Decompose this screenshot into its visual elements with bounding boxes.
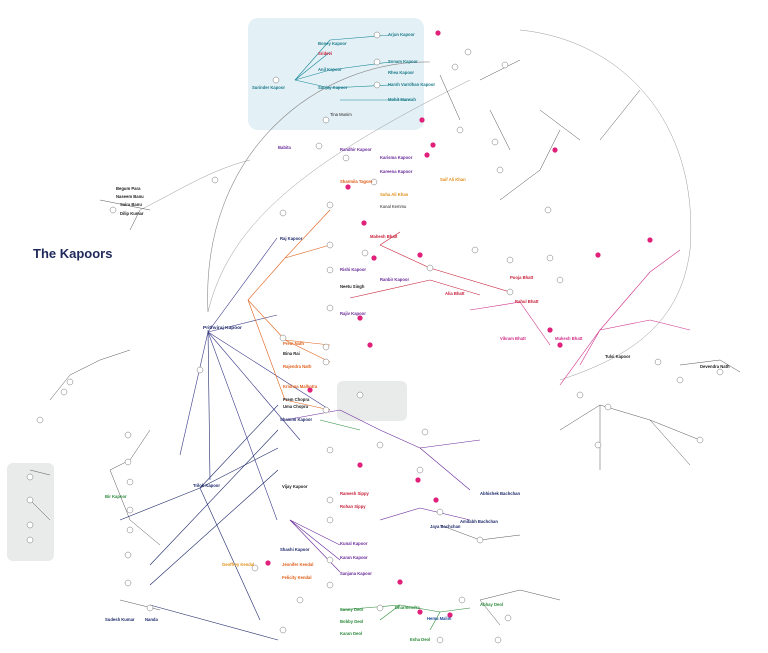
node-abhishek: Abhishek Bachchan — [480, 491, 521, 496]
node-sanjay: Sanjay Kapoor — [318, 85, 348, 90]
node-rajendra: Rajendra Nath — [283, 364, 312, 369]
node-pooja: Pooja Bhatt — [510, 275, 534, 280]
node-rajiv: Rajiv Kapoor — [340, 311, 366, 316]
node-jennifer: Jennifer Kendal — [282, 562, 314, 567]
node-premnath: Prem Nath — [283, 341, 304, 346]
node-tina: Tina Munim — [330, 112, 352, 117]
node-rohan: Rohan Sippy — [340, 504, 366, 509]
node-geoffrey: Geoffrey Kendal — [222, 562, 255, 567]
node-karan-k: Karan Kapoor — [340, 555, 368, 560]
node-nanda: Nanda — [145, 617, 158, 622]
node-sridevi: Sridevi — [318, 51, 332, 56]
node-sanjana: Sanjana Kapoor — [340, 571, 372, 576]
node-kunal-k: Kunal Kapoor — [340, 541, 368, 546]
node-randhir: Randhir Kapoor — [340, 147, 372, 152]
node-sharmila: Sharmila Tagore — [340, 179, 373, 184]
node-sunny: Sunny Deol — [340, 607, 364, 612]
node-anil: Anil Kapoor — [318, 67, 342, 72]
node-saira: Saira Banu — [120, 202, 142, 207]
node-begum: Begum Para — [116, 186, 141, 191]
node-dharmendra: Dharmendra — [395, 605, 420, 610]
node-rhea: Rhea Kapoor — [388, 70, 415, 75]
node-felicity: Felicity Kendal — [282, 575, 312, 580]
node-esha: Esha Deol — [410, 637, 431, 642]
node-karan-deol: Karan Deol — [340, 631, 363, 636]
node-bobby: Bobby Deol — [340, 619, 364, 624]
node-prem-chopra: Prem Chopra — [283, 397, 310, 402]
node-trilok: Trilok Kapoor — [193, 483, 220, 488]
node-sonam: Sonam Kapoor — [388, 59, 418, 64]
node-vijay: Vijay Kapoor — [282, 484, 308, 489]
node-prithviraj: Prithviraj Kapoor — [203, 326, 242, 331]
node-shashi: Shashi Kapoor — [280, 547, 310, 552]
node-arjun: Arjun Kapoor — [388, 32, 415, 37]
node-soha: Soha Ali Khan — [380, 192, 409, 197]
node-krishna: Krishna Malhotra — [283, 384, 318, 389]
node-sudesh: Sudesh Kumar — [105, 617, 135, 622]
highlight-panel-top — [248, 18, 424, 130]
node-kareena: Kareena Kapoor — [380, 169, 413, 174]
node-bir: Bir Kapoor — [105, 494, 127, 499]
node-abhay: Abhay Deol — [480, 602, 504, 607]
node-harsh: Harsh Varrdhan Kapoor — [388, 82, 436, 87]
node-bina: Bina Rai — [283, 351, 300, 356]
node-surinder: Surinder Kapoor — [252, 85, 286, 90]
node-mukesh: Mukesh Bhatt — [555, 336, 583, 341]
node-ranbir: Ranbir Kapoor — [380, 277, 410, 282]
node-dilip: Dilip Kumar — [120, 211, 144, 216]
page-title: The Kapoors — [33, 246, 113, 261]
node-hema: Hema Malini — [427, 616, 452, 621]
node-mahesh: Mahesh Bhatt — [370, 234, 398, 239]
node-naseem: Naseem Banu — [116, 194, 144, 199]
node-boney: Boney Kapoor — [318, 41, 347, 46]
node-kunal: Kunal Kemmu — [380, 204, 407, 209]
node-babita: Babita — [278, 145, 291, 150]
node-mohit: Mohit Marwah — [388, 97, 416, 102]
node-tulsi: Tulsi Kapoor — [605, 354, 631, 359]
node-shammi: Shammi Kapoor — [280, 417, 313, 422]
node-ramesh: Ramesh Sippy — [340, 491, 369, 496]
node-amitabh: Amitabh Bachchan — [460, 519, 498, 524]
node-devendra: Devendra Nath — [700, 364, 730, 369]
node-neetu: Neetu Singh — [340, 284, 365, 289]
node-saif: Saif Ali Khan — [440, 177, 466, 182]
node-karisma: Karisma Kapoor — [380, 155, 413, 160]
node-jaya: Jaya Bachchan — [430, 524, 461, 529]
node-rahul: Rahul Bhatt — [515, 299, 539, 304]
node-rishi: Rishi Kapoor — [340, 267, 367, 272]
node-alia: Alia Bhatt — [445, 291, 465, 296]
node-vikram: Vikram Bhatt — [500, 336, 526, 341]
node-uma: Uma Chopra — [283, 404, 308, 409]
node-raj: Raj Kapoor — [280, 236, 303, 241]
